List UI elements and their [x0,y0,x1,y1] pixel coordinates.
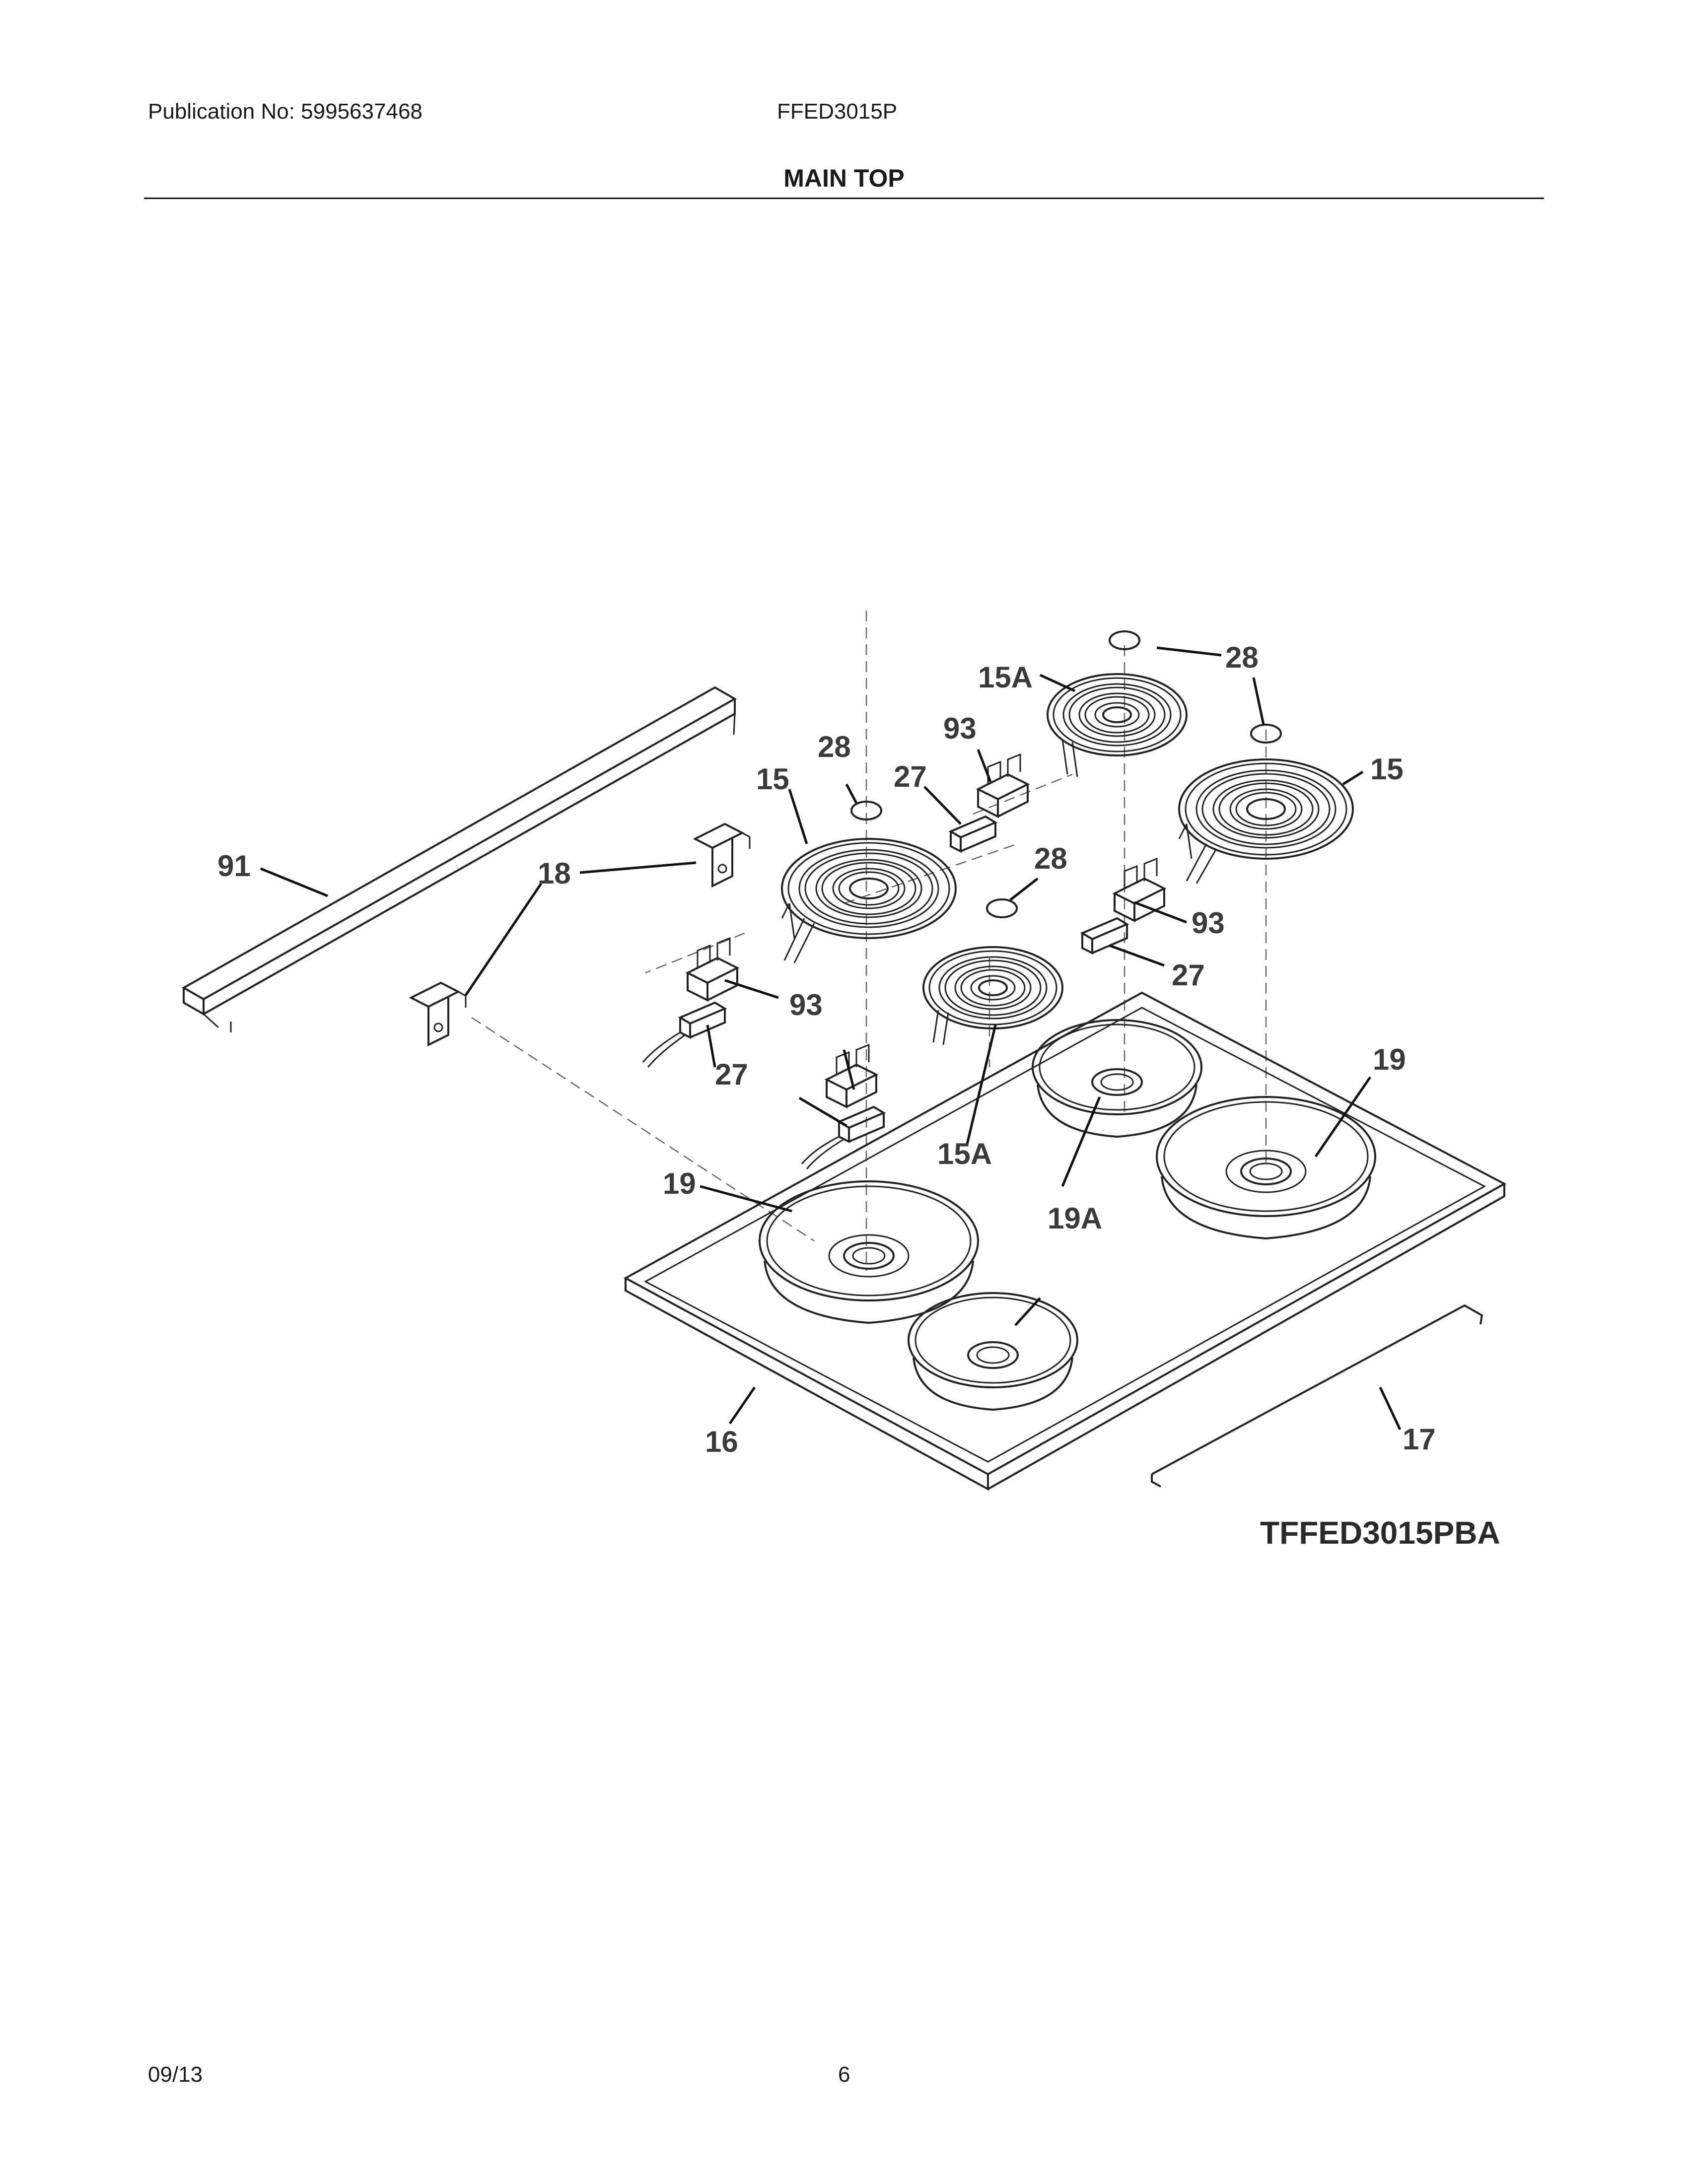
callout-91: 91 [217,849,251,883]
callout-28-mid: 28 [1034,842,1067,875]
page-number: 6 [838,2062,850,2087]
callout-93-left: 93 [789,988,823,1022]
callout-28-left: 28 [818,730,851,763]
callout-93-right: 93 [1192,906,1225,940]
callout-27-top: 27 [894,760,927,793]
callout-19-left: 19 [663,1167,696,1200]
model-number: FFED3015P [777,99,898,124]
callout-27-right: 27 [1172,958,1205,992]
callout-17: 17 [1403,1423,1436,1456]
callout-18: 18 [538,857,571,890]
callout-19a: 19A [1048,1202,1102,1235]
callout-15a-bottom: 15A [937,1137,992,1170]
callout-19-right: 19 [1373,1043,1406,1076]
callout-16: 16 [705,1425,738,1458]
figure-id: TFFED3015PBA [1260,1515,1500,1551]
callout-27-left: 27 [715,1058,748,1091]
publication-number: Publication No: 5995637468 [148,99,422,124]
header-rule [144,198,1544,199]
callout-15-left: 15 [756,762,789,796]
footer-date: 09/13 [148,2062,203,2087]
callout-28-top: 28 [1225,641,1259,674]
callout-93-top: 93 [943,712,977,745]
section-title: MAIN TOP [783,164,905,192]
callout-15-right: 15 [1370,752,1404,786]
callout-15a-top: 15A [978,661,1033,694]
